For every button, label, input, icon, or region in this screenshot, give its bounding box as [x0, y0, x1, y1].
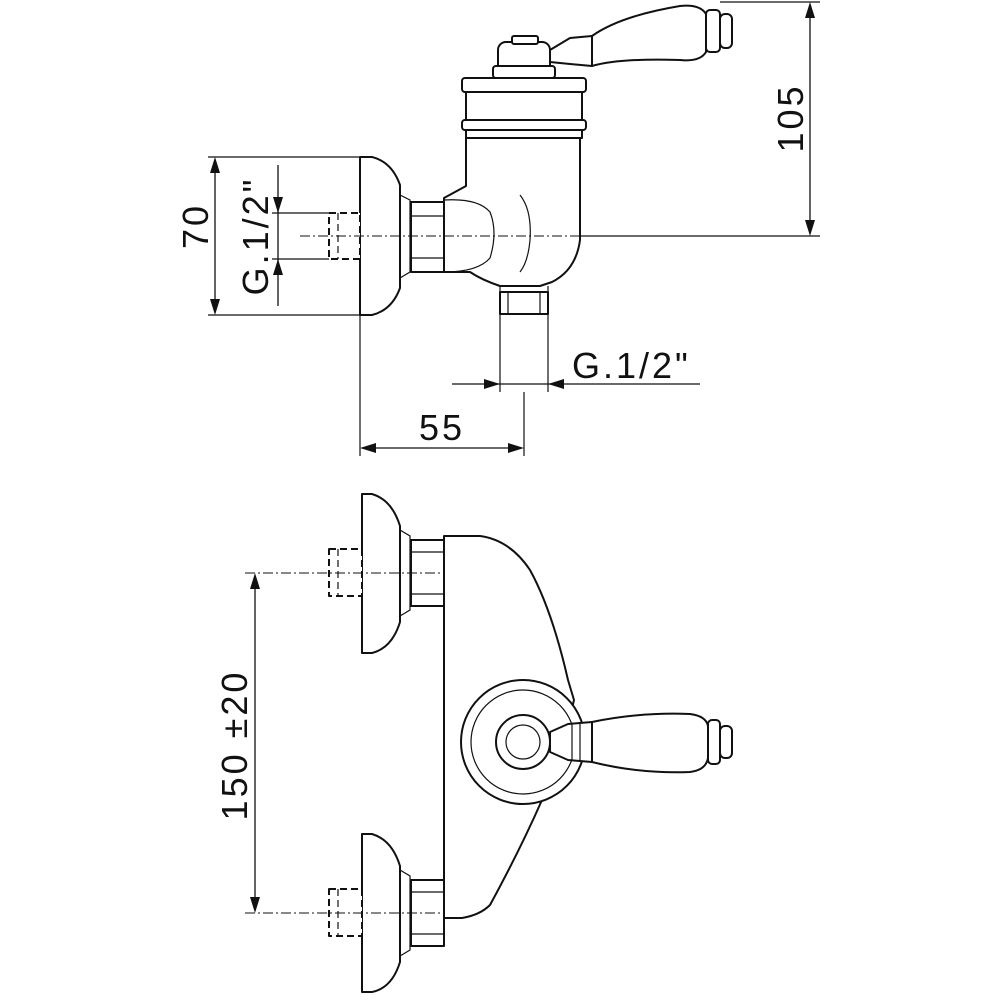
- front-view: 150 ±20: [214, 493, 733, 993]
- dimension-outlet-thread: G.1/2": [452, 345, 700, 389]
- side-outlet-pipe: [499, 286, 549, 392]
- side-lever-handle: [549, 4, 733, 67]
- dimension-70-label: 70: [175, 203, 216, 249]
- inlet-thread-label: G.1/2": [235, 177, 276, 296]
- side-view: 105 70 G.1/2" G.1/2": [175, 1, 820, 456]
- outlet-thread-label: G.1/2": [572, 345, 691, 386]
- dimension-55-label: 55: [419, 407, 465, 448]
- dimension-55: 55: [359, 315, 525, 456]
- front-lever-handle: [549, 712, 733, 774]
- dimension-center-distance: 150 ±20: [214, 573, 260, 913]
- front-cartridge: [460, 679, 586, 805]
- dimension-70: 70: [175, 156, 360, 316]
- side-mixer-body: [443, 137, 581, 287]
- center-distance-label: 150 ±20: [214, 670, 255, 821]
- dimension-inlet-thread: G.1/2": [235, 165, 329, 306]
- front-upper-rosette: [361, 493, 401, 654]
- side-cartridge-cap: [461, 35, 587, 139]
- dimension-105-label: 105: [770, 83, 811, 152]
- dimension-105: 105: [720, 1, 820, 236]
- side-hex-nut: [410, 201, 445, 273]
